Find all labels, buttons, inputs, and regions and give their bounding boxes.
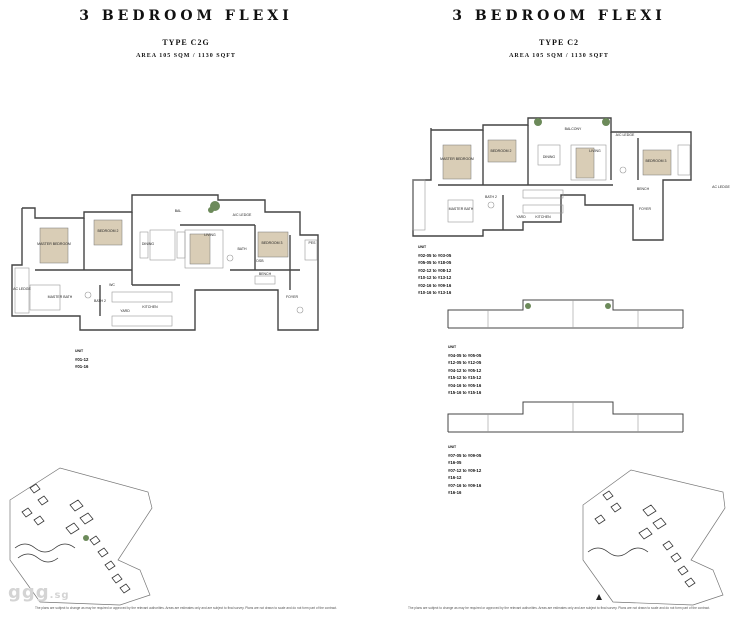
right-site-plan <box>582 469 726 606</box>
right-unit-item: #16-16 <box>448 490 462 495</box>
right-units-group-3: UNIT #07-05 to #09-05 #16-05 #07-12 to #… <box>448 444 481 497</box>
left-units-list: UNIT #01-12 #01-16 <box>75 348 88 371</box>
left-living-label: LIVING <box>204 233 216 237</box>
watermark-suffix: .sg <box>49 590 70 601</box>
right-units-group-2: UNIT #04-05 to #05-05 #12-05 to #12-05 #… <box>448 344 481 397</box>
right-unit-item: #10-16 to #13-16 <box>418 290 452 295</box>
right-unit-item: #10-12 to #13-12 <box>418 275 452 280</box>
right-bedroom3-label: BEDROOM 3 <box>645 159 666 163</box>
left-foyer-label: FOYER <box>286 295 299 299</box>
right-ac-ledge2-label: AC LEDGE <box>712 185 730 189</box>
right-unit-item: #04-05 to #05-05 <box>448 352 482 358</box>
right-unit-item: #12-05 to #12-05 <box>448 360 482 365</box>
right-unit-item: #07-12 to #09-12 <box>448 467 482 473</box>
left-wc-label: WC <box>109 283 115 287</box>
right-group1-header: UNIT <box>418 245 427 249</box>
right-ac-ledge-label: A/C LEDGE <box>616 133 635 137</box>
right-unit-area: AREA 105 SQM / 1130 SQFT <box>509 53 609 59</box>
right-unit-item: #07-16 to #09-16 <box>448 482 482 488</box>
left-bedroom2-label: BEDROOM 2 <box>97 229 118 233</box>
right-living-label: LIVING <box>589 149 601 153</box>
left-page: 3 BEDROOM FLEXI TYPE C2G AREA 105 SQM / … <box>0 0 372 617</box>
left-unit-item: #01-16 <box>75 364 89 369</box>
left-page-title: 3 BEDROOM FLEXI <box>79 8 293 24</box>
left-unit-type: TYPE C2G <box>162 38 210 47</box>
right-unit-item: #04-16 to #05-16 <box>448 382 482 388</box>
right-unit-item: #02-05 to #03-05 <box>418 252 452 258</box>
left-bal-label: BAL <box>175 209 182 213</box>
right-page-title: 3 BEDROOM FLEXI <box>452 8 666 24</box>
right-variant-plan-2 <box>447 401 684 433</box>
right-yard-label: YARD <box>516 215 526 219</box>
left-ac-ledge2-label: AC LEDGE <box>13 287 31 291</box>
left-unit-area: AREA 105 SQM / 1130 SQFT <box>136 53 236 59</box>
left-site-plan <box>9 467 153 606</box>
left-footnote: The plans are subject to change as may b… <box>34 606 338 610</box>
right-unit-item: #05-05 to #18-05 <box>418 260 452 265</box>
right-unit-item: #15-12 to #15-12 <box>448 375 482 380</box>
right-variant-plan-1 <box>447 299 684 329</box>
right-unit-item: #02-12 to #08-12 <box>418 267 452 273</box>
right-floor-plan: BALCONY A/C LEDGE MASTER BEDROOM BEDROOM… <box>412 117 731 606</box>
left-bench-label: BENCH <box>259 272 272 276</box>
right-group3-header: UNIT <box>448 445 457 449</box>
left-master-bath-label: MASTER BATH <box>48 295 73 299</box>
right-footnote: The plans are subject to change as may b… <box>407 606 711 610</box>
watermark-main: ggg <box>8 582 50 603</box>
left-kitchen-label: KITCHEN <box>142 305 158 309</box>
left-units-header: UNIT <box>75 349 84 353</box>
right-kitchen-label: KITCHEN <box>535 215 551 219</box>
right-unit-item: #04-12 to #05-12 <box>448 367 482 373</box>
right-bedroom2-label: BEDROOM 2 <box>490 149 511 153</box>
right-unit-item: #15-16 to #15-16 <box>448 390 482 395</box>
left-bath-label: BATH <box>237 247 247 251</box>
right-unit-type: TYPE C2 <box>538 38 580 47</box>
right-foyer-label: FOYER <box>639 207 652 211</box>
left-unit-item: #01-12 <box>75 356 89 362</box>
right-balcony-label: BALCONY <box>565 127 582 131</box>
left-ac-ledge-label: A/C LEDGE <box>233 213 252 217</box>
right-unit-item: #02-16 to #09-16 <box>418 282 452 288</box>
right-unit-item: #07-05 to #09-05 <box>448 452 482 458</box>
right-page: 3 BEDROOM FLEXI TYPE C2 AREA 105 SQM / 1… <box>373 0 745 617</box>
left-floor-plan: BAL MASTER BEDROOM BEDROOM 2 BEDROOM 3 D… <box>9 194 319 606</box>
left-master-bedroom-label: MASTER BEDROOM <box>37 242 71 246</box>
right-bench-label: BENCH <box>637 187 650 191</box>
watermark-logo: ggg.sg <box>8 582 70 603</box>
north-arrow-icon <box>596 594 602 600</box>
right-group2-header: UNIT <box>448 345 457 349</box>
right-unit-item: #16-05 <box>448 460 462 465</box>
right-unit-item: #16-12 <box>448 475 462 480</box>
right-master-bath-label: MASTER BATH <box>449 207 474 211</box>
right-bath2-label: BATH 2 <box>485 195 497 199</box>
left-dsb-label: DSB <box>256 259 264 263</box>
left-bath2-label: BATH 2 <box>94 299 106 303</box>
left-bedroom3-label: BEDROOM 3 <box>261 241 282 245</box>
left-pes-label: PES <box>308 241 316 245</box>
right-units-group-1: UNIT #02-05 to #03-05 #05-05 to #18-05 #… <box>418 244 451 297</box>
right-dining-label: DINING <box>543 155 556 159</box>
right-master-bedroom-label: MASTER BEDROOM <box>440 157 474 161</box>
left-dining-label: DINING <box>142 242 155 246</box>
left-yard-label: YARD <box>120 309 130 313</box>
